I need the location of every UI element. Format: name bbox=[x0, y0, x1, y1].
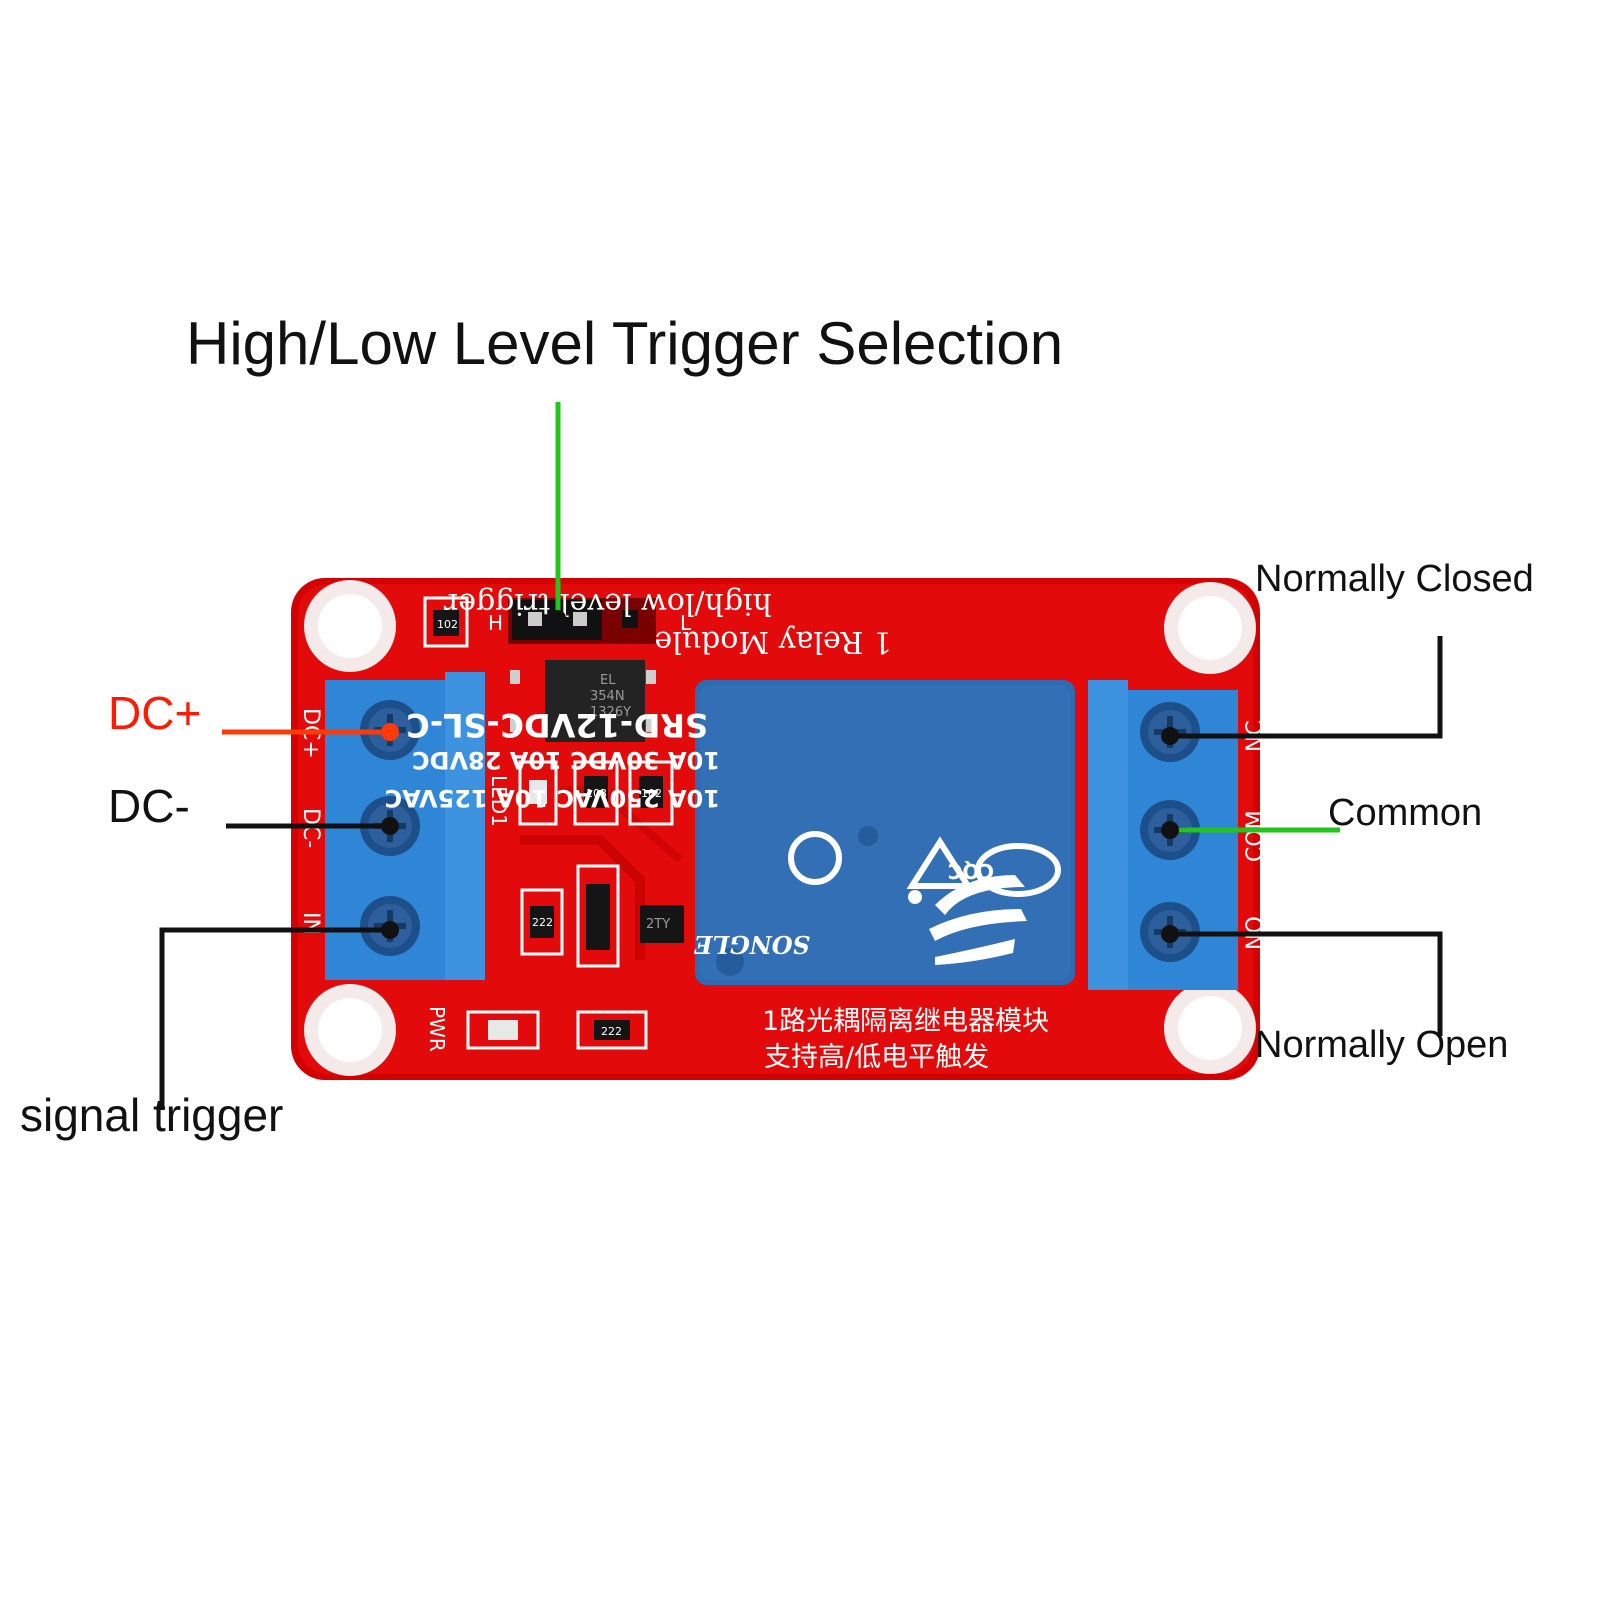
mounting-hole bbox=[1164, 982, 1256, 1074]
led1-component bbox=[518, 760, 558, 826]
optocoupler-chip bbox=[510, 660, 656, 742]
silk-led1: LED1 bbox=[487, 775, 511, 827]
label-signal-trigger: signal trigger bbox=[20, 1089, 284, 1141]
resistor-103 bbox=[573, 760, 619, 826]
silk-jumper-l: L bbox=[680, 611, 692, 635]
pwr-led bbox=[466, 1010, 540, 1050]
leader-signal bbox=[159, 927, 390, 1110]
ul-mark bbox=[788, 831, 842, 885]
label-normally-open: Normally Open bbox=[1255, 1024, 1509, 1066]
leader-dot-no bbox=[1161, 925, 1179, 943]
relay-rating-1: 10A 30VDC 10A 28VDC bbox=[412, 746, 720, 774]
resistor-102 bbox=[628, 760, 674, 826]
cqc-mark bbox=[975, 843, 1061, 897]
warning-triangle bbox=[906, 836, 974, 889]
label-dc-plus: DC+ bbox=[108, 687, 202, 739]
resistor-222-b bbox=[576, 1010, 648, 1050]
callout-leaders bbox=[159, 402, 1443, 1110]
mounting-hole bbox=[304, 580, 396, 672]
mounting-hole bbox=[304, 984, 396, 1076]
silk-res3: 102 bbox=[641, 787, 662, 800]
relay-cqc-text: CQC bbox=[948, 859, 994, 883]
silk-res2: 103 bbox=[586, 787, 607, 800]
leader-dot-title bbox=[550, 610, 566, 626]
leader-dot-com bbox=[1161, 821, 1179, 839]
silk-pwr: PWR bbox=[425, 1006, 449, 1052]
silk-res5: 222 bbox=[601, 1025, 622, 1038]
silk-opto-2: 354N bbox=[590, 689, 625, 704]
label-common: Common bbox=[1328, 792, 1483, 834]
silk-high-low: high/low level trigger bbox=[443, 586, 772, 621]
silk-jumper-h: H bbox=[488, 611, 503, 635]
silk-transistor: 2TY bbox=[646, 917, 670, 932]
relay-model-text: SRD-12VDC-SL-C bbox=[406, 706, 708, 744]
resistor-top-left bbox=[423, 596, 469, 648]
leader-dot-signal bbox=[381, 921, 399, 939]
silk-res4: 222 bbox=[532, 916, 553, 929]
relay-brand-text: SONGLE bbox=[693, 930, 810, 959]
cn-line-2: 支持高/低电平触发 bbox=[764, 1042, 989, 1073]
silk-pin-com: COM bbox=[1243, 810, 1268, 862]
leader-nc bbox=[1170, 636, 1443, 739]
transistor-component bbox=[640, 905, 684, 943]
songle-logo bbox=[908, 875, 1027, 965]
relay-component bbox=[695, 680, 1075, 985]
leader-dot-dcplus bbox=[381, 723, 399, 741]
resistor-222-a bbox=[520, 888, 564, 956]
mounting-hole bbox=[1164, 582, 1256, 674]
leader-dot-dcminus bbox=[381, 817, 399, 835]
silk-opto-1: EL bbox=[600, 673, 616, 688]
leader-no bbox=[1170, 931, 1443, 1036]
silk-relay-module: 1 Relay Module bbox=[654, 624, 892, 659]
diagram-title: High/Low Level Trigger Selection bbox=[186, 310, 1064, 377]
diode-component bbox=[576, 864, 620, 968]
label-normally-closed: Normally Closed bbox=[1255, 558, 1534, 600]
silk-opto-3: 1326Y bbox=[590, 705, 631, 720]
label-dc-minus: DC- bbox=[108, 780, 190, 832]
leader-dot-nc bbox=[1161, 727, 1179, 745]
silk-res1: 102 bbox=[437, 618, 458, 631]
relay-rating-2: 10A 250VAC 10A 125VAC bbox=[385, 784, 720, 812]
cn-line-1: 1路光耦隔离继电器模块 bbox=[762, 1006, 1049, 1037]
